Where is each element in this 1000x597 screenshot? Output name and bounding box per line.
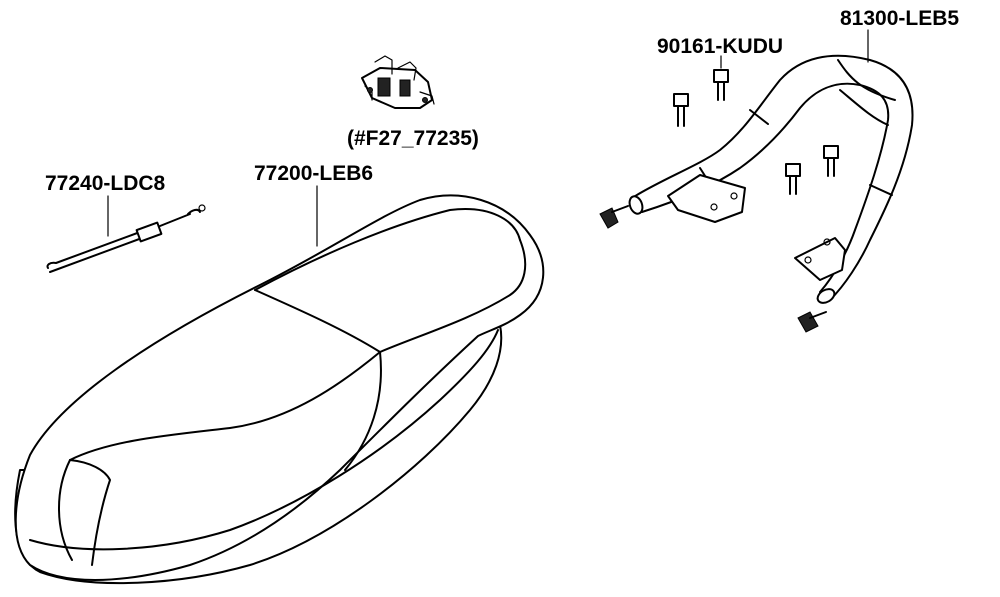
label-seat-lock: (#F27_77235) [347, 127, 479, 150]
label-bolt: 90161-KUDU [657, 35, 784, 58]
label-seat: 77200-LEB6 [254, 162, 374, 185]
label-seat-cable: 77240-LDC8 [45, 172, 166, 195]
label-grab-rail: 81300-LEB5 [840, 7, 960, 30]
seat-cable-drawing [46, 204, 206, 273]
seat-drawing [14, 194, 545, 585]
seat-lock-drawing [361, 55, 435, 109]
leader-lines [107, 29, 869, 247]
grab-rail-drawing [599, 54, 914, 333]
bolts-drawing [673, 69, 839, 195]
